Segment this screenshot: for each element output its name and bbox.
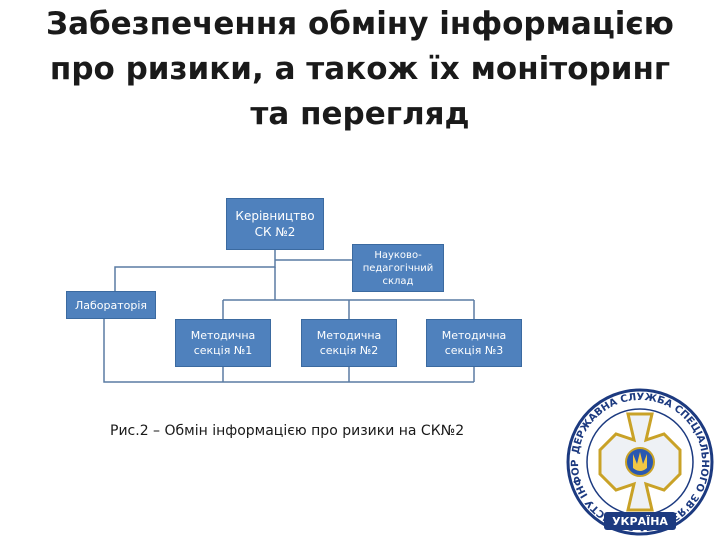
emblem-ribbon: [604, 512, 676, 530]
node-leadership-line-1: Керівництво: [235, 209, 315, 223]
node-staff-line-1: Науково-: [374, 249, 422, 261]
node-section-1: Методична секція №1: [175, 319, 271, 367]
state-service-emblem-icon: ДЕРЖАВНА СЛУЖБА СПЕЦІАЛЬНОГО ЗВ'ЯЗКУ ТА …: [560, 384, 714, 536]
title-line-3: та перегляд: [250, 96, 470, 132]
slide-title: Забезпечення обміну інформацією про ризи…: [0, 2, 720, 137]
node-staff-line-2: педагогічний: [362, 262, 434, 274]
connector-bottom-return: [103, 319, 474, 383]
figure-caption: Рис.2 – Обмін інформацією про ризики на …: [110, 423, 465, 439]
node-section-1-line-2: секція №1: [193, 344, 253, 357]
node-laboratory: Лабораторія: [66, 291, 156, 319]
node-section-1-line-1: Методична: [190, 329, 256, 342]
node-section-3: Методична секція №3: [426, 319, 522, 367]
node-staff-line-3: склад: [382, 275, 414, 287]
node-leadership: Керівництво СК №2: [226, 198, 324, 250]
node-section-2-line-2: секція №2: [319, 344, 379, 357]
node-teaching-staff: Науково- педагогічний склад: [352, 244, 444, 292]
node-section-3-line-1: Методична: [441, 329, 507, 342]
title-line-2: про ризики, а також їх моніторинг: [49, 51, 671, 87]
node-section-3-line-2: секція №3: [444, 344, 504, 357]
emblem-ribbon-text: УКРАЇНА: [612, 514, 668, 528]
node-laboratory-label: Лабораторія: [74, 298, 148, 312]
node-section-2-line-1: Методична: [316, 329, 382, 342]
node-section-2: Методична секція №2: [301, 319, 397, 367]
title-line-1: Забезпечення обміну інформацією: [46, 6, 674, 42]
emblem-trident-icon: [633, 452, 647, 471]
connector-lead-to-lab: [114, 250, 276, 291]
node-leadership-line-2: СК №2: [254, 225, 296, 239]
